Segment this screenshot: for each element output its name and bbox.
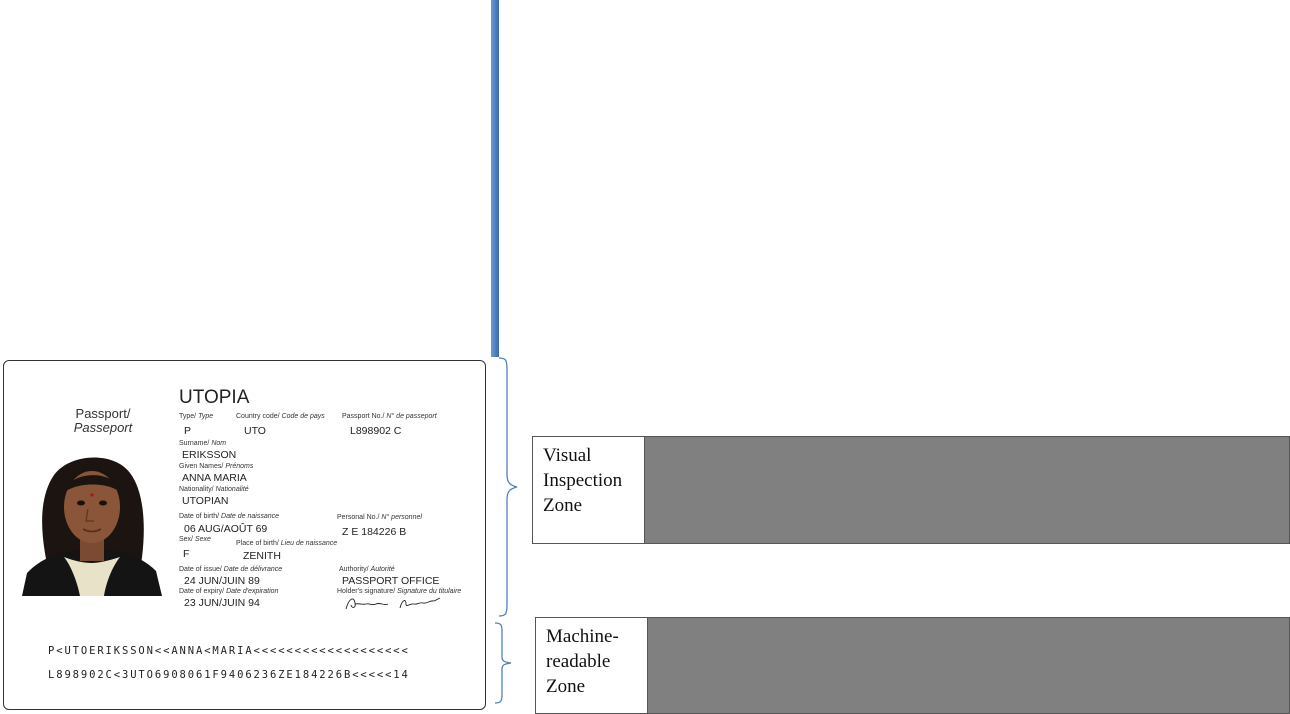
given-names-label: Given Names/ Prénoms xyxy=(179,463,254,470)
nationality-value: UTOPIAN xyxy=(182,495,229,507)
place-of-birth-value: ZENITH xyxy=(243,550,281,562)
machine-readable-zone-label: Machine-readable Zone xyxy=(536,618,648,713)
date-of-birth-label: Date of birth/ Date de naissance xyxy=(179,513,280,520)
date-of-issue-label: Date of issue/ Date de délivrance xyxy=(179,566,283,573)
personal-number-label: Personal No./ N° personnel xyxy=(337,514,422,521)
surname-value: ERIKSSON xyxy=(182,449,237,461)
holder-signature xyxy=(345,597,441,610)
visual-inspection-zone-label: Visual Inspection Zone xyxy=(533,437,645,543)
date-of-expiry-label: Date of expiry/ Date d'expiration xyxy=(179,588,279,595)
document-title: Passport/ Passeport xyxy=(68,407,138,435)
date-of-expiry-value: 23 JUN/JUIN 94 xyxy=(184,597,260,609)
sex-value: F xyxy=(183,548,190,560)
mrz-line-1: P<UTOERIKSSON<<ANNA<MARIA<<<<<<<<<<<<<<<… xyxy=(48,645,410,657)
type-label: Type/ Type xyxy=(179,413,214,420)
signature-label: Holder's signature/ Signature du titulai… xyxy=(337,588,462,595)
passport-data-page: Passport/ Passeport UTOPIA Type/ Type P … xyxy=(3,360,486,710)
country-code-label: Country code/ Code de pays xyxy=(236,413,325,420)
vertical-connector-line xyxy=(491,0,499,357)
country-code-value: UTO xyxy=(244,425,266,437)
issuing-country: UTOPIA xyxy=(179,387,250,408)
document-title-en: Passport/ xyxy=(75,406,131,421)
personal-number-value: Z E 184226 B xyxy=(342,526,407,538)
sex-label: Sex/ Sexe xyxy=(179,536,211,543)
authority-value: PASSPORT OFFICE xyxy=(342,575,440,587)
passport-number-label: Passport No./ N° de passeport xyxy=(342,413,437,420)
machine-readable-zone-box: Machine-readable Zone xyxy=(535,617,1290,714)
authority-label: Authority/ Autorité xyxy=(339,566,395,573)
machine-zone-brace xyxy=(494,622,512,704)
date-of-birth-value: 06 AUG/AOÛT 69 xyxy=(184,523,268,535)
mrz-line-2: L898902C<3UTO6908061F9406236ZE184226B<<<… xyxy=(48,669,410,681)
passport-number-value: L898902 C xyxy=(350,425,402,437)
given-names-value: ANNA MARIA xyxy=(182,472,247,484)
surname-label: Surname/ Nom xyxy=(179,440,227,447)
place-of-birth-label: Place of birth/ Lieu de naissance xyxy=(236,540,338,547)
date-of-issue-value: 24 JUN/JUIN 89 xyxy=(184,575,260,587)
holder-photo xyxy=(22,445,162,596)
visual-zone-brace xyxy=(498,357,518,617)
type-value: P xyxy=(184,425,192,437)
document-title-fr: Passeport xyxy=(73,420,133,435)
visual-inspection-zone-box: Visual Inspection Zone xyxy=(532,436,1290,544)
nationality-label: Nationality/ Nationalité xyxy=(179,486,249,493)
